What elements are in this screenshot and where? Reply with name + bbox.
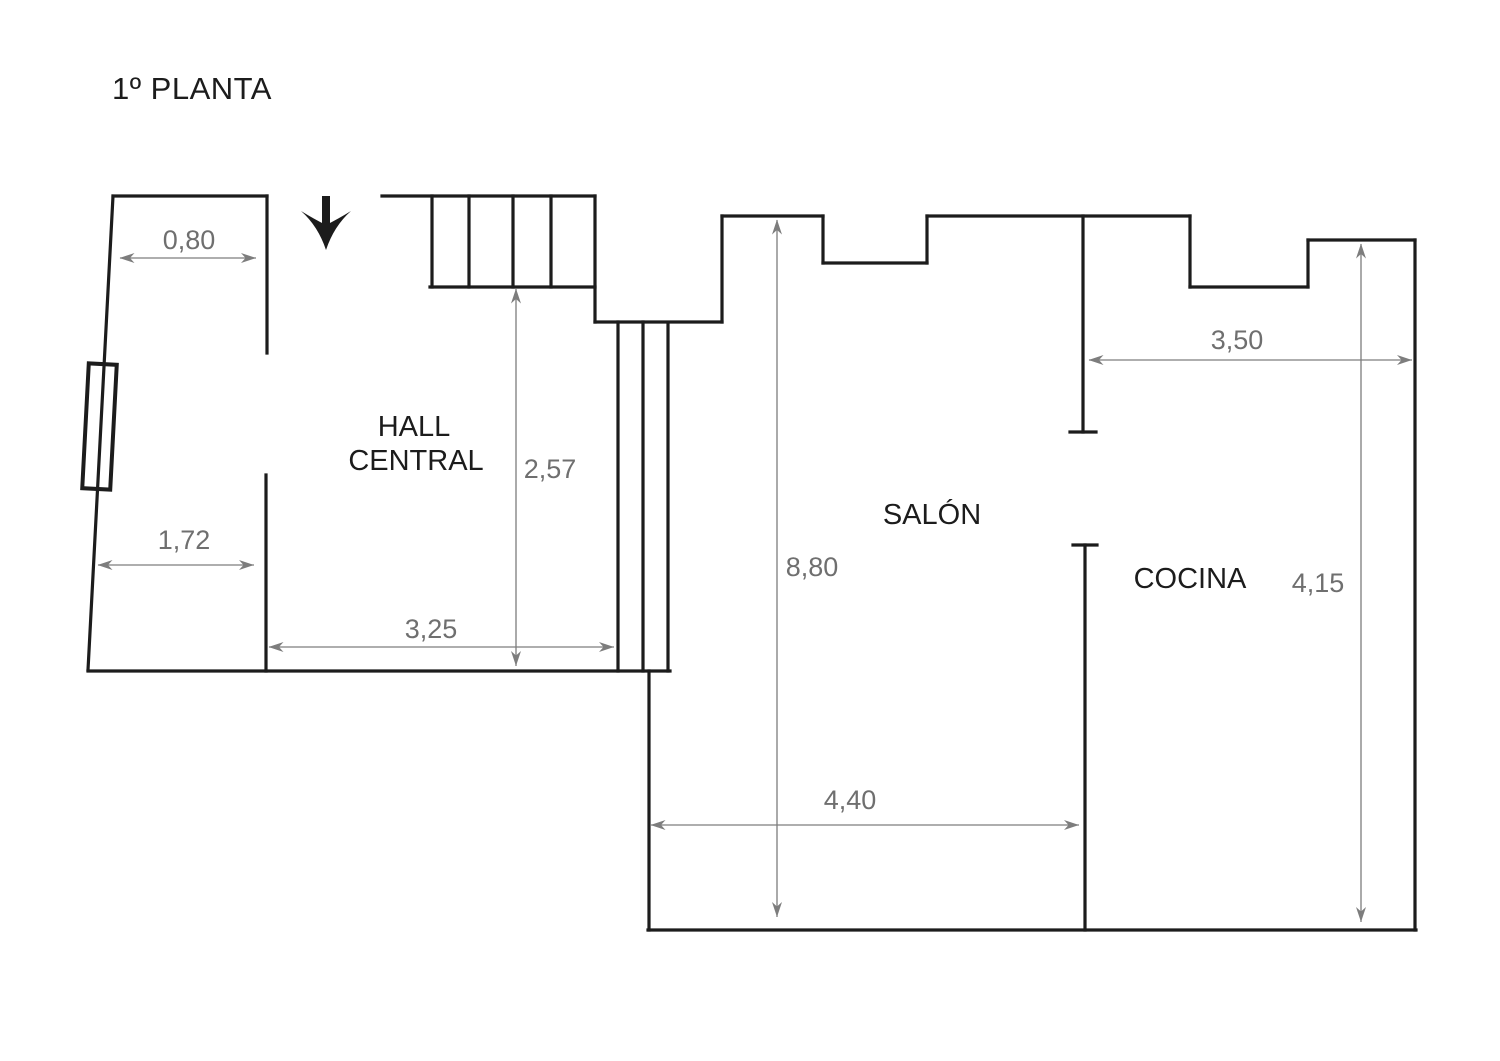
dimension-lines: 0,80 1,72 3,25 2,57 8,80 4,40 3,50 4,15 [97, 219, 1412, 922]
room-label-hall-line1: HALL [378, 411, 451, 443]
dimension-label-hall-width: 3,25 [405, 614, 458, 644]
room-label-salon: SALÓN [883, 498, 981, 531]
cocina-top-notch [1188, 214, 1310, 289]
walls [86, 194, 1418, 932]
entrance-arrow-icon [301, 196, 351, 250]
room-label-cocina: COCINA [1134, 563, 1247, 595]
entrance-arrow-head [301, 211, 351, 250]
dimension-label-cocina-width: 3,50 [1211, 325, 1264, 355]
room-labels: HALL CENTRAL SALÓN COCINA [348, 411, 1247, 595]
room-label-hall-line2: CENTRAL [348, 445, 483, 477]
dimension-label-salon-width: 4,40 [824, 785, 877, 815]
salon-top-notch [821, 214, 929, 265]
hall-salon-wall-shaft [616, 320, 670, 673]
page-title: 1º PLANTA [112, 71, 272, 106]
window-icon [80, 361, 119, 492]
dimension-label-entry-door-width: 0,80 [163, 225, 216, 255]
dimension-label-cocina-height: 4,15 [1292, 568, 1345, 598]
dimension-label-salon-height: 8,80 [786, 552, 839, 582]
dimension-label-hall-depth: 2,57 [524, 454, 577, 484]
stairs [380, 194, 597, 289]
dimension-label-entry-width: 1,72 [158, 525, 211, 555]
salon-cocina-partition [1068, 214, 1099, 932]
entry-left-slanted-wall [86, 194, 115, 672]
